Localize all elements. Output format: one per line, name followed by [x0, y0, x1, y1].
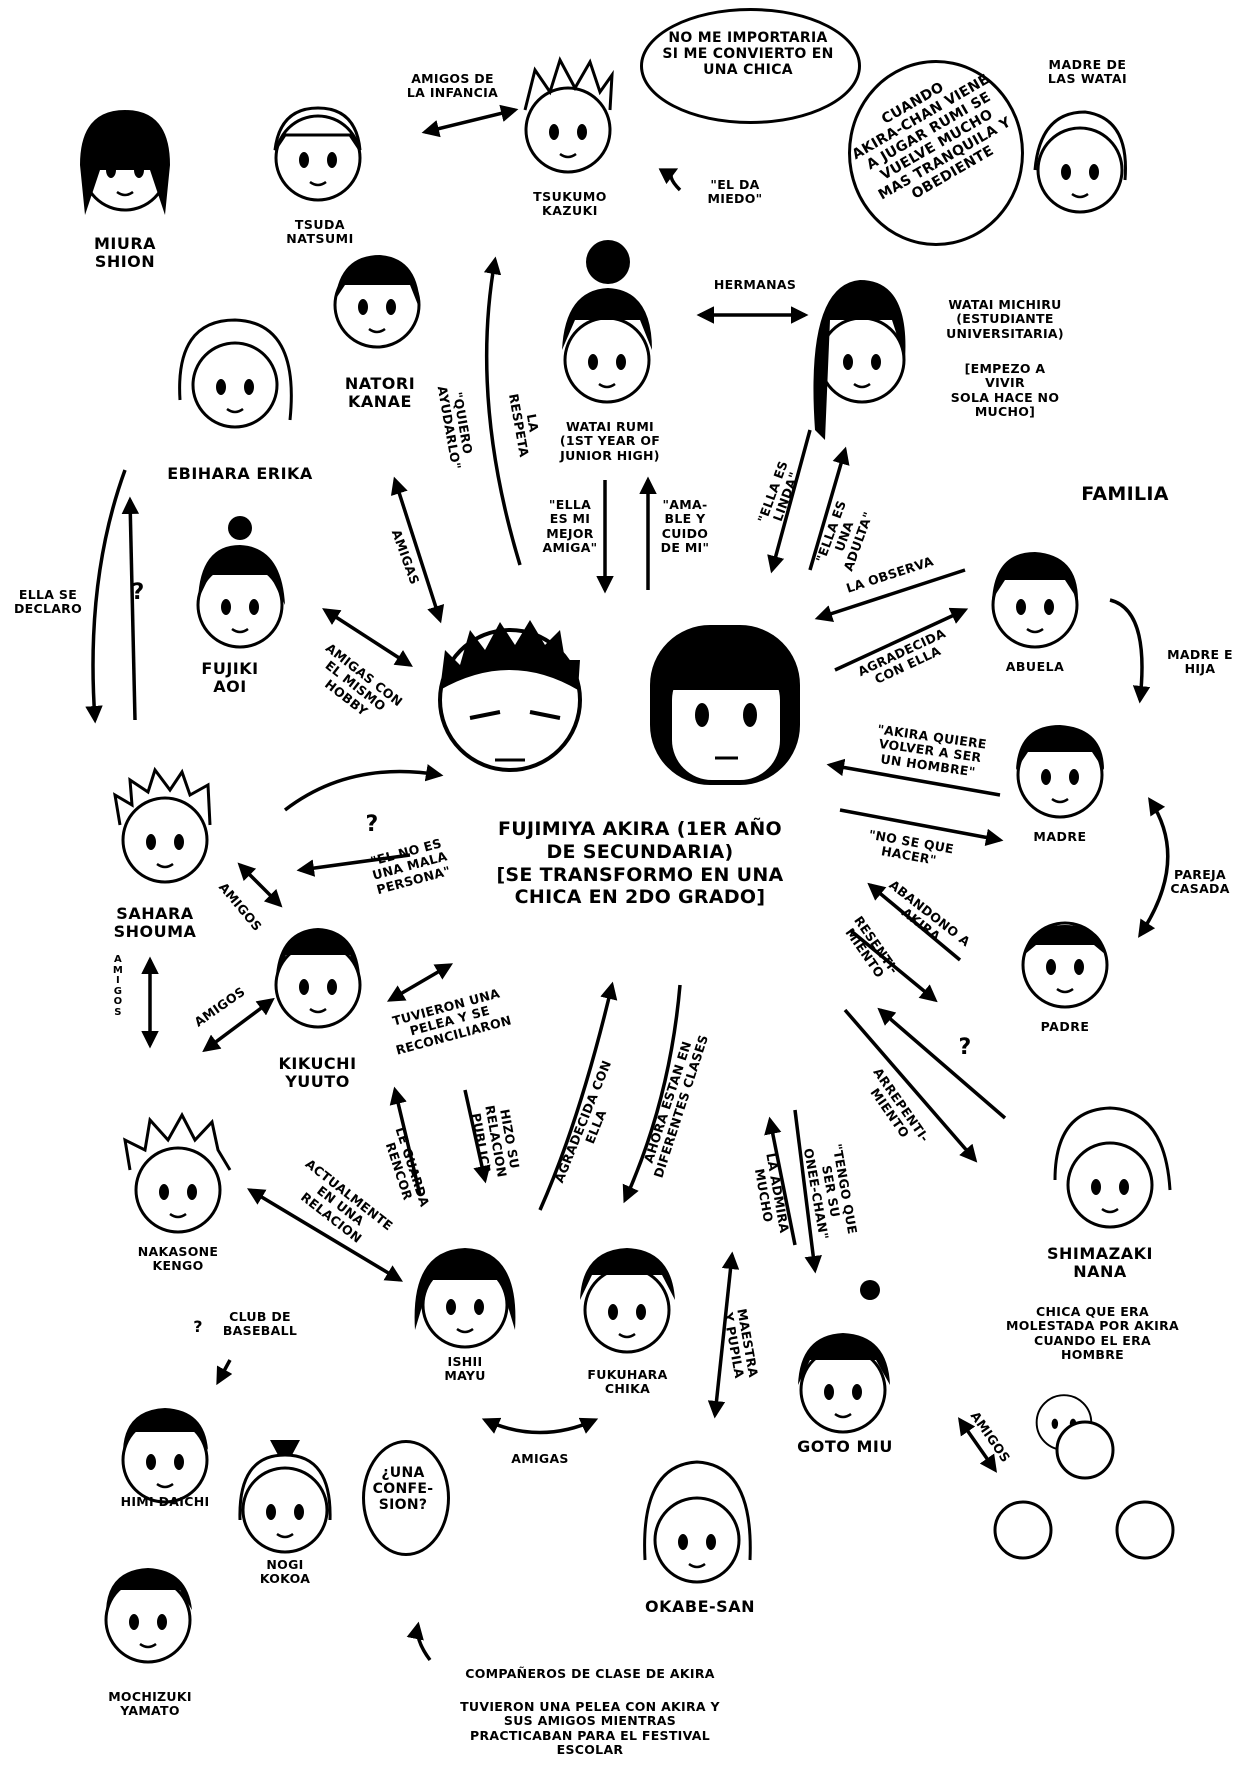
name-kikuchi: KIKUCHI YUUTO [278, 1054, 357, 1092]
question-mark-sahara: ? [365, 812, 379, 837]
name-goto: GOTO MIU [797, 1437, 893, 1456]
name-padre: PADRE [1040, 1019, 1090, 1034]
michiru-note: [EMPEZO A VIVIR SOLA HACE NO MUCHO] [950, 361, 1060, 420]
name-watai-rumi: WATAI RUMI (1ST YEAR OF JUNIOR HIGH) [559, 419, 661, 463]
name-himi: HIMI DAICHI [120, 1494, 210, 1509]
tsukumo-bubble-text: NO ME IMPORTARIA SI ME CONVIERTO EN UNA … [662, 30, 834, 79]
name-sahara: SAHARA SHOUMA [113, 904, 197, 942]
name-ebihara: EBIHARA ERIKA [167, 464, 313, 483]
question-mark-ebihara: ? [131, 580, 145, 605]
relation-arrows [85, 104, 1170, 1662]
name-mochizuki: MOCHIZUKI YAMATO [108, 1689, 192, 1719]
rel-el-da-miedo: "EL DA MIEDO" [707, 177, 763, 207]
nogi-speech-bubble [362, 1440, 450, 1556]
akira-male-face [438, 620, 582, 772]
rel-hermanas: HERMANAS [713, 277, 797, 292]
madre-watai-speech-bubble [848, 60, 1024, 246]
rel-madre-hija: MADRE E HIJA [1167, 647, 1233, 677]
familia-heading: FAMILIA [1081, 483, 1169, 505]
name-nakasone: NAKASONE KENGO [137, 1244, 219, 1274]
name-fujiki: FUJIKI AOI [201, 659, 259, 697]
tsuda-face [273, 106, 362, 202]
sahara-face [112, 766, 212, 884]
name-miura: MIURA SHION [93, 234, 157, 272]
companeros-note: COMPAÑEROS DE CLASE DE AKIRA [465, 1666, 715, 1681]
fukuhara-face [580, 1248, 675, 1354]
tsukumo-speech-bubble [640, 8, 861, 124]
name-abuela: ABUELA [1005, 659, 1065, 674]
name-madre-watai: MADRE DE LAS WATAI [1047, 57, 1128, 87]
rel-amigos-vertical: A M I G O S [112, 954, 124, 1018]
okabe-face [643, 1460, 752, 1584]
rel-amigas-ishii: AMIGAS [511, 1451, 569, 1466]
pelea-note: TUVIERON UNA PELEA CON AKIRA Y SUS AMIGO… [460, 1699, 720, 1758]
watai-michiru-face [813, 280, 906, 440]
baseball-icon: ? [193, 1317, 203, 1336]
name-madre: MADRE [1033, 829, 1087, 844]
name-shimazaki: SHIMAZAKI NANA [1046, 1244, 1153, 1282]
fujiki-face [196, 516, 285, 649]
name-ishii: ISHII MAYU [444, 1354, 486, 1384]
nakasone-face [123, 1111, 232, 1234]
mochizuki-face [104, 1568, 192, 1664]
watai-rumi-face [562, 240, 652, 404]
shimazaki-note: CHICA QUE ERA MOLESTADA POR AKIRA CUANDO… [1006, 1304, 1179, 1363]
name-watai-michiru: WATAI MICHIRU (ESTUDIANTE UNIVERSITARIA) [946, 297, 1064, 341]
miura-face [80, 110, 170, 215]
name-tsuda: TSUDA NATSUMI [286, 217, 354, 247]
nogi-face [238, 1440, 332, 1554]
name-fukuhara: FUKUHARA CHIKA [587, 1367, 668, 1397]
name-natori: NATORI KANAE [344, 374, 416, 412]
name-tsukumo: TSUKUMO KAZUKI [533, 189, 607, 219]
abuela-face [991, 552, 1079, 649]
question-mark-shimazaki: ? [958, 1035, 972, 1060]
friends-faces-group [993, 1394, 1175, 1560]
natori-face [333, 255, 421, 349]
rel-amable: "AMA- BLE Y CUIDO DE MI" [660, 497, 710, 556]
madre-watai-face [1033, 110, 1127, 214]
nogi-bubble-text: ¿UNA CONFE- SION? [372, 1465, 434, 1514]
akira-female-face [650, 625, 800, 785]
himi-face [121, 1408, 209, 1504]
goto-face [798, 1280, 890, 1434]
rel-pareja-casada: PAREJA CASADA [1170, 867, 1230, 897]
ebihara-face [178, 318, 293, 429]
tsukumo-face [523, 56, 614, 174]
madre-face [1016, 725, 1104, 819]
akira-center-label: FUJIMIYA AKIRA (1ER AÑO DE SECUNDARIA) [… [496, 818, 784, 909]
rel-amigos-infancia: AMIGOS DE LA INFANCIA [406, 71, 499, 101]
ishii-face [414, 1248, 516, 1349]
name-okabe: OKABE-SAN [645, 1597, 755, 1616]
rel-mejor-amiga: "ELLA ES MI MEJOR AMIGA" [542, 497, 598, 556]
shimazaki-face [1053, 1106, 1172, 1229]
kikuchi-face [274, 928, 362, 1029]
rel-ella-se-declaro: ELLA SE DECLARO [13, 587, 83, 617]
club-baseball-note: CLUB DE BASEBALL [222, 1309, 298, 1339]
padre-face [1021, 921, 1109, 1009]
name-nogi: NOGI KOKOA [259, 1557, 311, 1587]
